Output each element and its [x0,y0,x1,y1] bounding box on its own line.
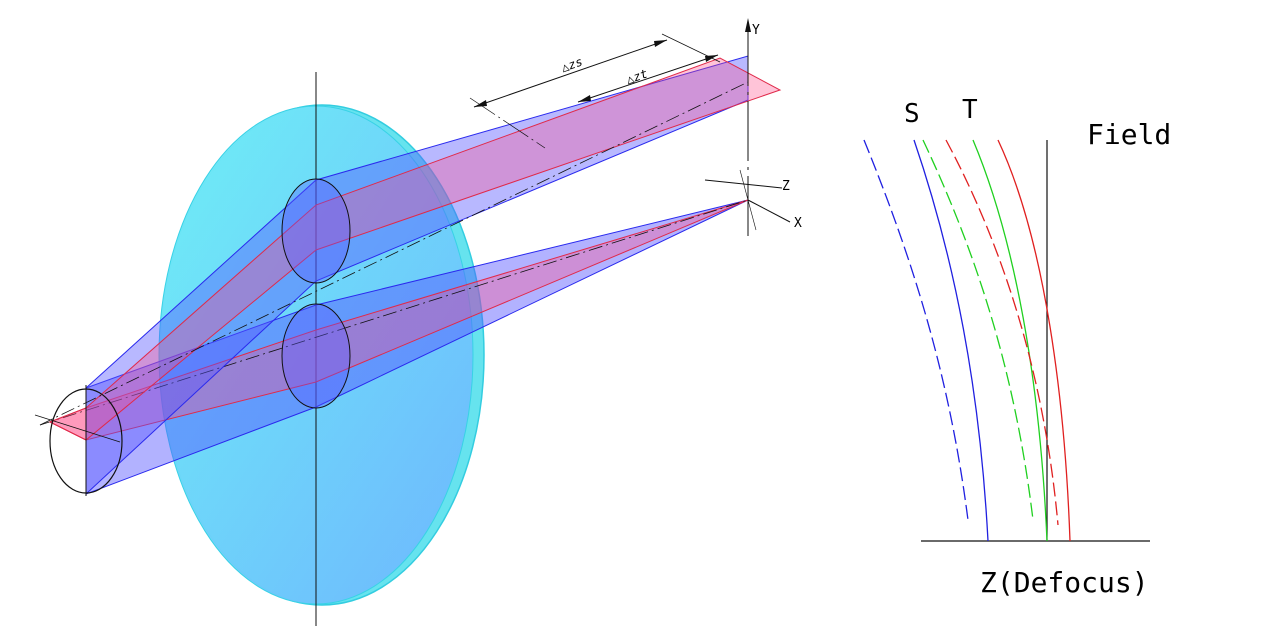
tangential-curve-dashed [945,139,1059,526]
on-axis-beam-cross-section [281,303,351,409]
x-axis-line [747,199,791,223]
delta-zt-label: △zt [624,67,649,87]
delta-zt-arrow-left [578,95,591,102]
image-axes: Y Z X [704,18,802,240]
sagittal-curve-dashed [863,139,969,521]
field-curvature-plot: S T Field Z(Defocus) [863,95,1171,599]
on-axis-beam [39,199,749,495]
axis-label-z: Z [782,179,790,194]
sagittal-label: S [904,99,920,129]
green-curve-solid [972,139,1048,542]
aperture-tick [34,414,121,443]
delta-zs-arrow-left [474,100,487,107]
off-axis-chief-ray [39,81,749,426]
tangential-label: T [962,95,978,125]
off-axis-beam-red-cone [48,57,782,441]
delta-zs-arrow-right [654,40,667,47]
delta-zs-label: △zs [559,55,584,75]
delta-zs-line [473,39,668,108]
input-aperture [34,385,123,496]
axis-label-y: Y [752,23,760,38]
axis-label-x: X [794,216,802,231]
delta-zt-arrow-right [705,55,718,62]
off-axis-beam-cross-section [281,178,351,284]
delta-zt-line [577,54,719,103]
axis-tick-1 [739,169,757,231]
sagittal-curve-solid [913,139,989,542]
on-axis-chief-ray [39,199,749,426]
green-curve-dashed [922,139,1034,521]
tangential-curve-solid [997,139,1071,542]
y-axis-arrow [745,18,751,32]
field-label: Field [1087,118,1171,151]
dimension-annotations: △zs △zt [469,33,721,149]
defocus-label: Z(Defocus) [980,566,1149,599]
